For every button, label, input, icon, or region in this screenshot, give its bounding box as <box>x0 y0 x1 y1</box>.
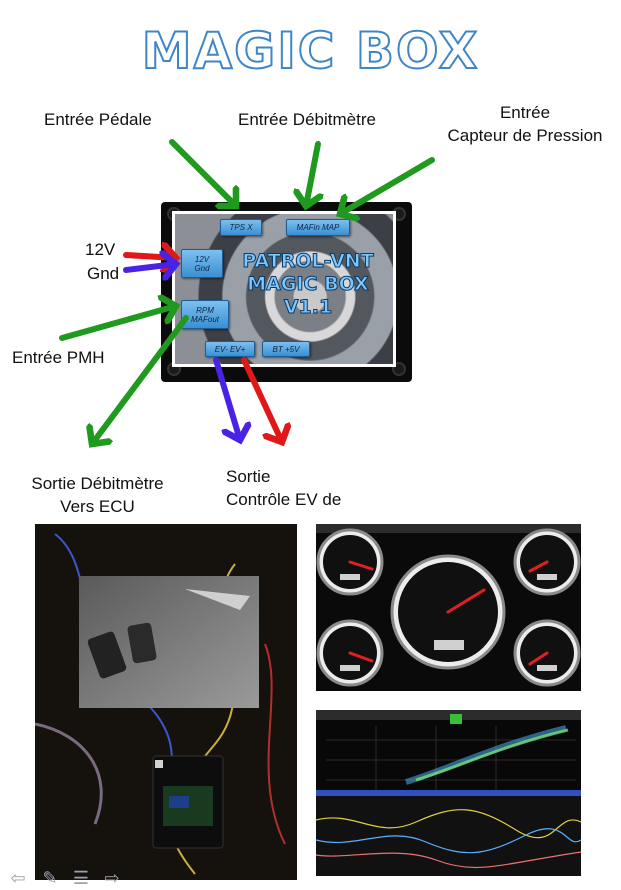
label-sortie-ev-line2: Contrôle EV de <box>226 490 342 509</box>
label-entree-capteur: Entrée Capteur de Pression <box>440 103 610 146</box>
btn-maf-out: MAFout <box>190 314 219 324</box>
btn-ev: EV- EV+ <box>205 341 255 357</box>
page-title: MAGIC BOX <box>141 21 480 81</box>
btn-rpm: RPM <box>196 305 214 315</box>
label-12v: 12V <box>85 240 116 259</box>
arrow-right-icon[interactable]: ⇨ <box>104 867 120 888</box>
arrow-sortie-ev-blue <box>213 357 240 440</box>
arrow-sortie-debitmetre <box>92 315 189 444</box>
label-sortie-ev: Sortie Contrôle EV de <box>226 467 341 510</box>
arrow-entree-debitmetre <box>306 141 318 206</box>
label-entree-capteur-line2: Capteur de Pression <box>447 126 603 145</box>
btn-bt: BT +5V <box>262 341 310 357</box>
gauges-art <box>316 524 581 691</box>
btn-rpm-maf: RPM MAFout <box>181 300 229 329</box>
arrow-entree-capteur <box>340 157 435 214</box>
btn-maf-in: MAFin MAP <box>286 219 350 236</box>
label-entree-pedale: Entrée Pédale <box>44 110 152 129</box>
brand-line2: MAGIC BOX <box>247 273 369 296</box>
gauges-screenshot <box>316 524 581 691</box>
label-sortie-ev-line1: Sortie <box>226 467 271 486</box>
brand-text: PATROL-VNT MAGIC BOX V1.1 <box>228 250 388 319</box>
pencil-icon[interactable]: ✎ <box>42 867 58 888</box>
graph-screenshot <box>316 710 581 876</box>
label-sortie-debitmetre-line1: Sortie Débitmètre <box>31 474 164 493</box>
btn-12v: 12V <box>194 254 210 264</box>
btn-gnd: Gnd <box>194 263 210 273</box>
installation-photo <box>35 524 297 880</box>
brand-line3: V1.1 <box>283 296 333 319</box>
btn-power: 12V Gnd <box>181 249 223 278</box>
btn-tps: TPS X <box>220 219 262 236</box>
arrow-12v <box>123 255 176 258</box>
label-entree-capteur-line1: Entrée <box>499 103 551 122</box>
label-sortie-debitmetre-line2: Vers ECU <box>60 497 135 516</box>
installation-photo-art <box>35 524 297 880</box>
label-entree-pmh: Entrée PMH <box>12 348 105 367</box>
menu-icon[interactable]: ☰ <box>72 867 90 888</box>
arrow-entree-pedale <box>169 139 236 206</box>
arrow-left-icon[interactable]: ⇦ <box>10 867 26 888</box>
wiring-arrows <box>59 139 435 520</box>
arrow-sortie-ev-red <box>241 357 282 442</box>
arrow-gnd <box>123 264 176 270</box>
graph-art <box>316 710 581 876</box>
label-gnd: Gnd <box>87 264 120 283</box>
brand-line1: PATROL-VNT <box>242 250 374 273</box>
label-sortie-debitmetre: Sortie Débitmètre Vers ECU <box>10 474 185 517</box>
arrow-entree-pmh <box>59 306 176 341</box>
label-entree-debitmetre: Entrée Débitmètre <box>238 110 376 129</box>
